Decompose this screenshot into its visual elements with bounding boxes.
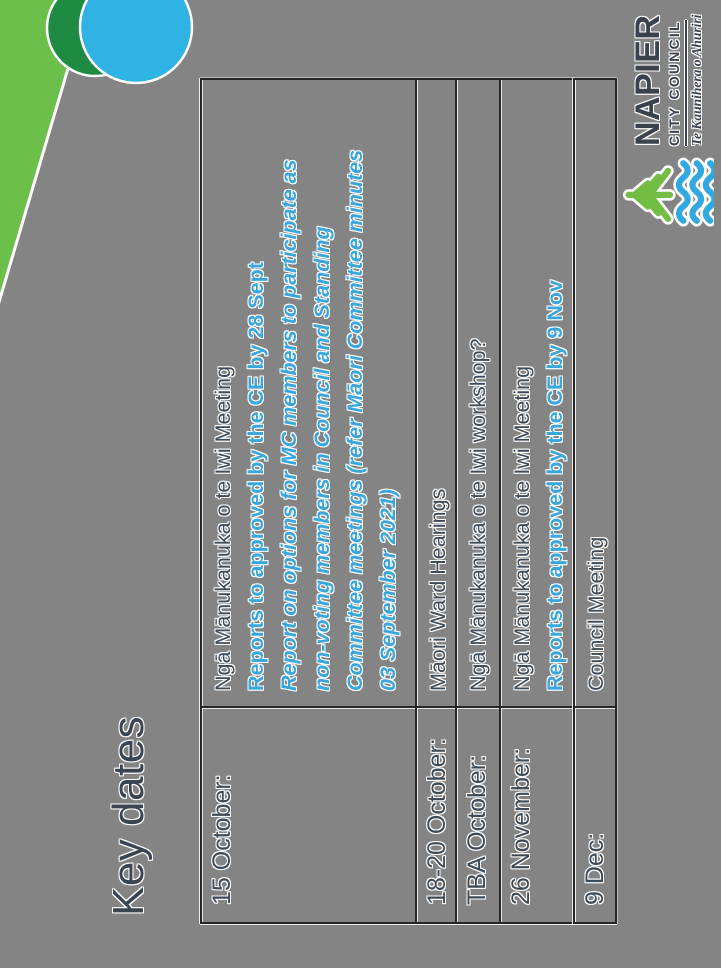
description-line: Ngā Mānukanuka o te Iwi workshop? bbox=[466, 338, 490, 691]
logo-maori-tagline: Te Kaunihera o Ahuriri bbox=[689, 14, 704, 146]
footer-date-table: 9 Dec: Council Meeting bbox=[573, 78, 617, 924]
description-line: Ngā Mānukanuka o te Iwi Meeting bbox=[510, 365, 534, 691]
description-line: Reports to approved by the CE by 9 Nov bbox=[543, 280, 567, 691]
date-cell: 26 November: bbox=[501, 706, 573, 922]
description-line: non-voting members in Council and Standi… bbox=[310, 226, 334, 691]
description-line: Report on options for MC members to part… bbox=[277, 159, 301, 691]
description-cell: Ngā Mānukanuka o te Iwi Meeting Reports t… bbox=[202, 80, 415, 706]
logo-city-council-text: CITY COUNCIL bbox=[666, 20, 682, 146]
logo-text-block: NAPIER CITY COUNCIL Te Kaunihera o Ahuri… bbox=[629, 8, 705, 146]
description-line: 03 September 2021) bbox=[376, 489, 400, 691]
pine-and-waves-icon bbox=[622, 157, 714, 227]
green-wedge-shape bbox=[0, 0, 93, 320]
table-row: 9 Dec: Council Meeting bbox=[575, 80, 615, 922]
date-cell: TBA October: bbox=[457, 706, 499, 922]
date-cell: 9 Dec: bbox=[575, 706, 615, 922]
description-line: Māori Ward Hearings bbox=[426, 488, 450, 691]
logo-divider-line bbox=[685, 20, 687, 146]
waves-icon bbox=[675, 160, 714, 224]
page-title: Key dates bbox=[104, 715, 153, 916]
table-row: 15 October: Ngā Mānukanuka o te Iwi Meet… bbox=[202, 80, 415, 922]
date-cell: 18-20 October: bbox=[417, 706, 455, 922]
napier-city-council-logo: NAPIER CITY COUNCIL Te Kaunihera o Ahuri… bbox=[620, 8, 716, 230]
description-line: Council Meeting bbox=[584, 536, 608, 691]
corner-decoration bbox=[0, 0, 194, 320]
description-cell: Ngā Mānukanuka o te Iwi workshop? bbox=[457, 80, 499, 706]
blue-circle-shape bbox=[78, 0, 194, 85]
table-row: 26 November: Ngā Mānukanuka o te Iwi Mee… bbox=[499, 80, 573, 922]
table-row: 18-20 October: Māori Ward Hearings bbox=[415, 80, 455, 922]
description-line: Committee meetings (refer Māori Committe… bbox=[343, 149, 367, 691]
table-row: TBA October: Ngā Mānukanuka o te Iwi wor… bbox=[455, 80, 499, 922]
date-cell: 15 October: bbox=[202, 706, 415, 922]
description-cell: Māori Ward Hearings bbox=[417, 80, 455, 706]
logo-napier-wordmark: NAPIER bbox=[629, 14, 667, 146]
pine-tree-icon bbox=[625, 167, 674, 222]
description-line: Reports to approved by the CE by 28 Sept bbox=[244, 262, 268, 691]
description-cell: Ngā Mānukanuka o te Iwi Meeting Reports t… bbox=[501, 80, 573, 706]
description-cell: Council Meeting bbox=[575, 80, 615, 706]
description-line: Ngā Mānukanuka o te Iwi Meeting bbox=[211, 365, 235, 691]
key-dates-table: 15 October: Ngā Mānukanuka o te Iwi Meet… bbox=[200, 78, 575, 924]
